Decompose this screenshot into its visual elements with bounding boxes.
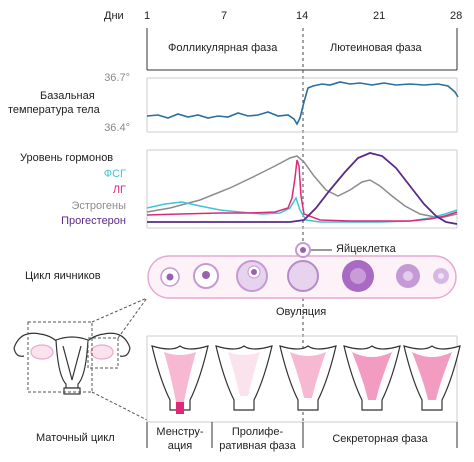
days-label: Дни [104, 10, 124, 22]
temp-title-line1: Базальная [40, 90, 95, 102]
follicular-phase-label: Фолликулярная фаза [168, 42, 278, 54]
uterus-menstruation [151, 345, 209, 414]
menstruation-line1: Менстру- [156, 426, 204, 438]
ovary-cycle-title: Цикл яичников [25, 270, 101, 282]
uterus-stage-2 [215, 345, 273, 411]
egg-released [295, 242, 311, 258]
secretory-label: Секреторная фаза [332, 433, 428, 445]
corpus-luteum-3 [433, 268, 449, 284]
proliferative-line2: ративная фаза [219, 440, 296, 452]
progesterone-line [147, 152, 458, 225]
organ-illustration [13, 332, 131, 395]
menstruation-line2: ация [167, 440, 193, 452]
estrogen-line [146, 155, 458, 219]
legend-lh: ЛГ [112, 184, 126, 196]
follicle-4 [287, 260, 319, 292]
uterine-cycle-title: Маточный цикл [36, 432, 115, 444]
temperature-panel [146, 77, 459, 133]
day-tick-21: 21 [373, 10, 386, 22]
day-tick-14: 14 [296, 10, 309, 22]
egg-label: Яйцеклетка [336, 243, 396, 255]
temp-title-line2: температура тела [8, 104, 100, 116]
uterus-stages [151, 345, 461, 414]
follicle-3 [236, 260, 268, 292]
uterus-stage-3 [279, 345, 337, 411]
temperature-line [146, 81, 459, 126]
hormone-title: Уровень гормонов [20, 152, 114, 164]
temp-low-label: 36.4° [104, 122, 130, 134]
uterus-panel [146, 335, 458, 448]
corpus-luteum-1 [342, 260, 374, 292]
day-tick-28: 28 [450, 10, 463, 22]
legend-progesterone: Прогестерон [61, 215, 126, 227]
corpus-luteum-2 [396, 264, 420, 288]
uterus-stage-5 [403, 345, 461, 411]
lh-line [146, 159, 458, 222]
zoom-guides [27, 297, 148, 421]
follicle-1 [160, 267, 180, 287]
follicle-2 [193, 263, 219, 289]
ovary-panel [147, 242, 457, 299]
uterus-stage-4 [343, 345, 401, 411]
legend-fsh: ФСГ [103, 168, 126, 180]
ovulation-label: Овуляция [276, 306, 327, 318]
temp-high-label: 36.7° [104, 72, 130, 84]
legend-estrogen: Эстрогены [71, 200, 126, 212]
day-tick-1: 1 [144, 10, 151, 22]
proliferative-line1: Пролифе- [231, 426, 284, 438]
hormone-panel [146, 149, 458, 229]
day-tick-7: 7 [221, 10, 228, 22]
luteal-phase-label: Лютеиновая фаза [330, 42, 422, 54]
